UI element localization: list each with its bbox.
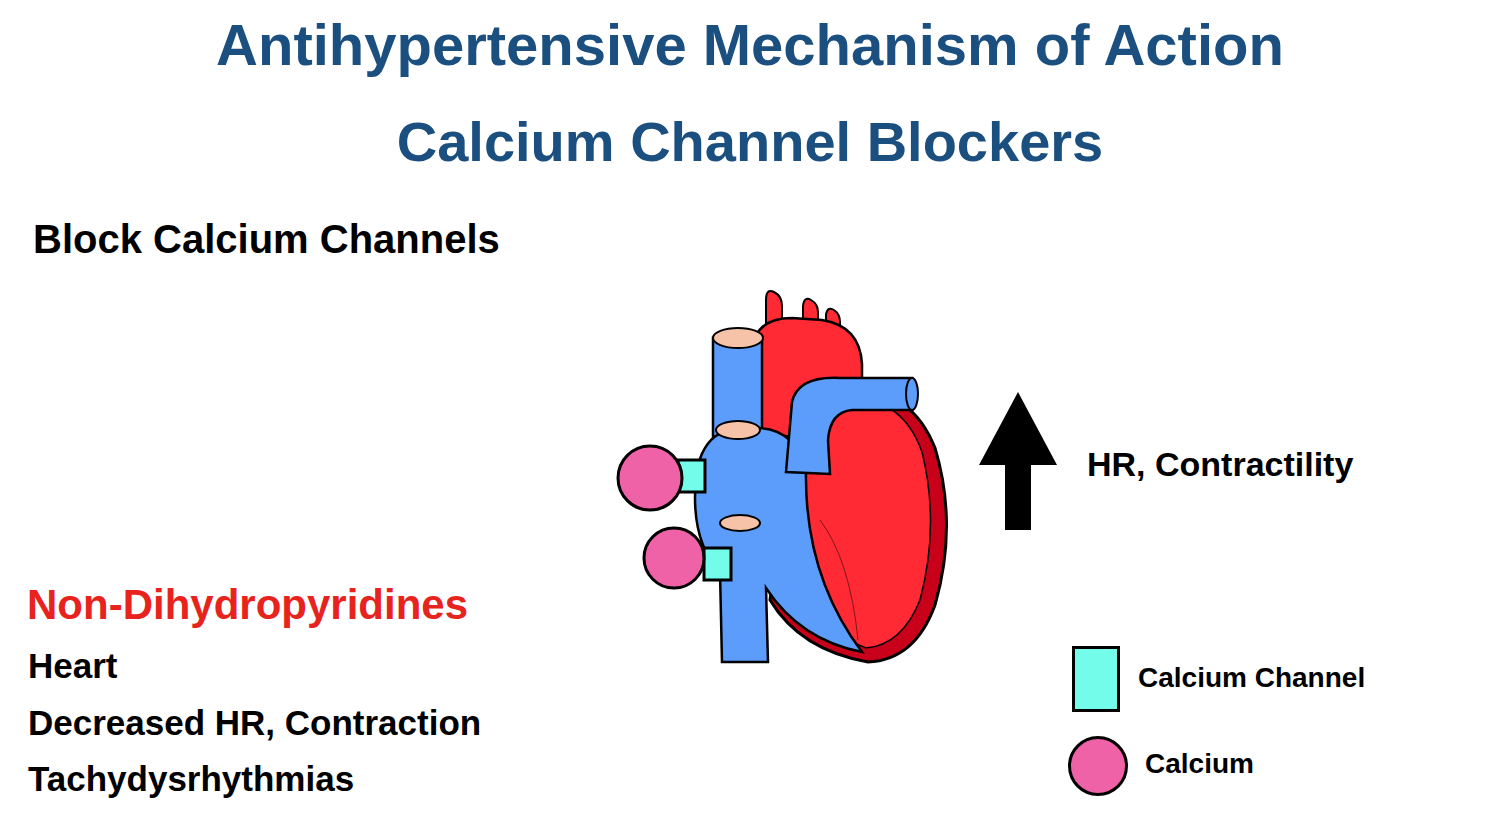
drug-class-heading: Non-Dihydropyridines [27, 581, 667, 629]
septum-line [820, 520, 858, 640]
legend-label: Calcium [1145, 748, 1500, 780]
right-heart [695, 427, 862, 662]
diagram-subtitle: Calcium Channel Blockers [0, 110, 1500, 174]
vessel-opening [906, 378, 918, 410]
legend-swatch [1068, 736, 1128, 796]
mechanism-heading: Block Calcium Channels [33, 216, 733, 262]
calcium-ion [644, 528, 704, 588]
legend-label: Calcium Channel [1138, 662, 1493, 694]
site-label: Heart [28, 646, 628, 686]
legend-swatch [1072, 646, 1120, 712]
vessel-opening [720, 515, 760, 531]
indication-label: Tachydysrhythmias [28, 759, 628, 799]
vessel-opening [713, 328, 763, 348]
effect-label: Decreased HR, Contraction [28, 703, 628, 743]
pulmonary-artery [786, 378, 912, 474]
effect-label: HR, Contractility [1087, 445, 1497, 484]
vessel-opening [716, 421, 760, 439]
vena-cava [713, 338, 762, 440]
diagram-title: Antihypertensive Mechanism of Action [0, 12, 1500, 79]
calcium-ion [618, 446, 682, 510]
calcium-channel [704, 548, 731, 580]
increase-arrow [979, 392, 1057, 530]
